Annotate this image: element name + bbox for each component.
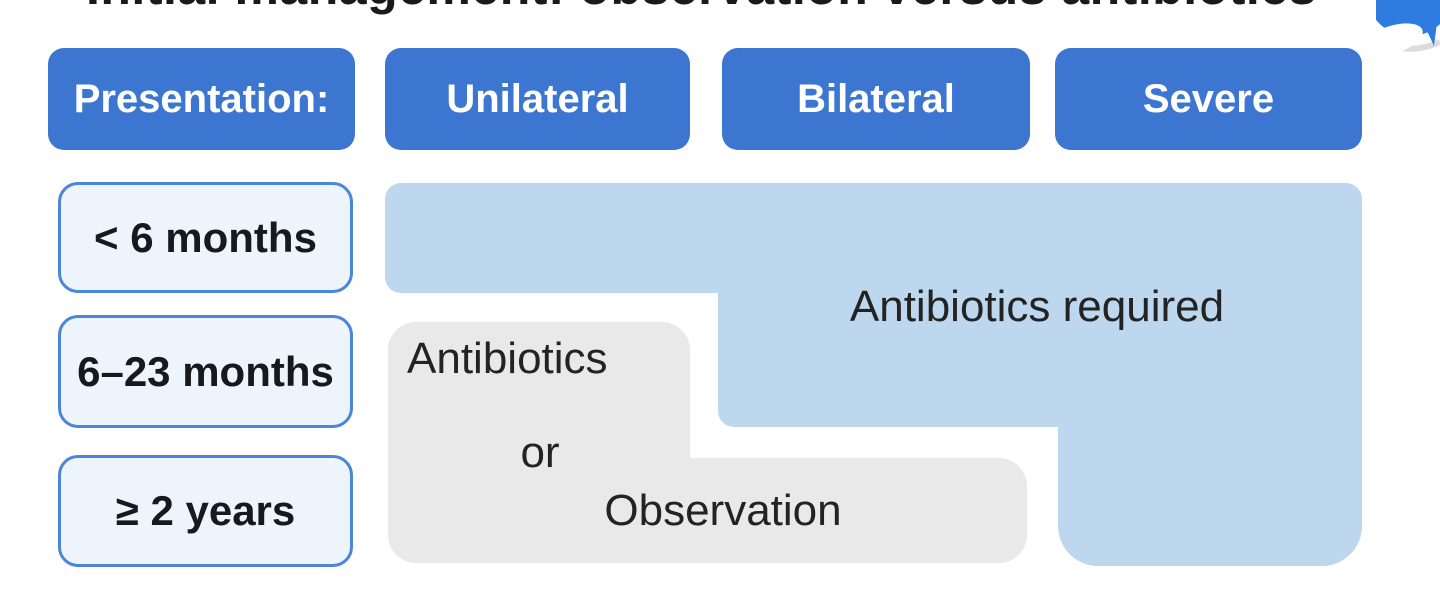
age-group-6-23-months: 6–23 months: [58, 315, 353, 428]
antibiotics-or-observation-region-top: [388, 322, 690, 459]
antibiotics-required-region-top: [385, 183, 1362, 293]
column-header-bilateral: Bilateral: [722, 48, 1030, 150]
antibiotics-required-region-bottom: [1058, 426, 1362, 566]
age-group-under-6-months: < 6 months: [58, 182, 353, 293]
presentation-row-label: Presentation:: [48, 48, 355, 150]
antibiotics-required-label: Antibiotics required: [849, 282, 1225, 331]
antibiotics-label: Antibiotics: [407, 334, 608, 383]
column-header-unilateral: Unilateral: [385, 48, 690, 150]
antibiotics-required-region-middle: [718, 291, 1362, 427]
or-label: or: [520, 428, 560, 477]
observation-label: Observation: [604, 486, 842, 535]
antibiotics-or-observation-region-bottom: [388, 458, 1027, 563]
page-title: Initial management: observation versus a…: [86, 0, 1317, 16]
brand-logo-icon: [1376, 0, 1440, 57]
column-header-severe: Severe: [1055, 48, 1362, 150]
age-group-2-years-and-over: ≥ 2 years: [58, 455, 353, 567]
